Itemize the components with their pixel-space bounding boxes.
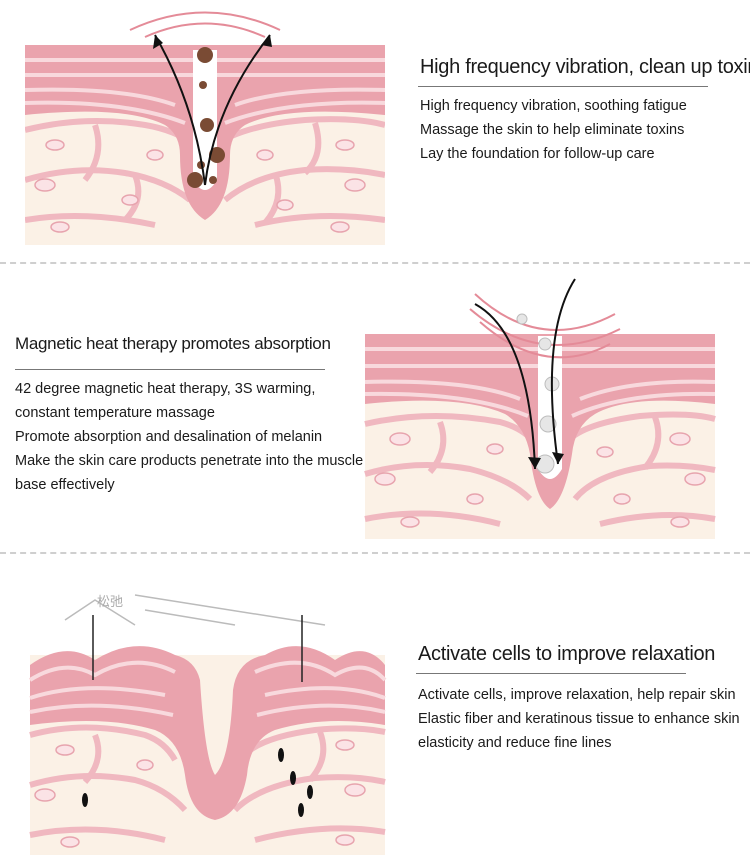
- section-magnetic-heat: Magnetic heat therapy promotes absorptio…: [0, 264, 750, 549]
- section-divider: [0, 552, 750, 554]
- feature-line: elasticity and reduce fine lines: [418, 735, 612, 751]
- title-underline: [418, 86, 708, 87]
- feature-line: Make the skin care products penetrate in…: [15, 453, 364, 469]
- section-title: High frequency vibration, clean up toxin…: [420, 56, 750, 78]
- feature-line: Activate cells, improve relaxation, help…: [418, 687, 736, 703]
- feature-line: Massage the skin to help eliminate toxin…: [420, 122, 685, 138]
- section-title: Magnetic heat therapy promotes absorptio…: [15, 334, 331, 353]
- feature-line: Promote absorption and desalination of m…: [15, 429, 323, 445]
- feature-list: High frequency vibration, soothing fatig…: [420, 94, 687, 166]
- feature-line: High frequency vibration, soothing fatig…: [420, 98, 687, 114]
- title-underline: [15, 369, 325, 370]
- section-vibration: High frequency vibration, clean up toxin…: [0, 0, 750, 260]
- feature-line: base effectively: [15, 477, 115, 493]
- feature-line: Elastic fiber and keratinous tissue to e…: [418, 711, 740, 727]
- section-title: Activate cells to improve relaxation: [418, 643, 716, 665]
- title-underline: [416, 673, 686, 674]
- feature-line: constant temperature massage: [15, 405, 215, 421]
- section-relaxation: 松弛 Activate cells to improve relaxation …: [0, 555, 750, 866]
- skin-diagram-magnetic: [364, 278, 716, 539]
- diagram-label: 松弛: [97, 594, 124, 609]
- skin-diagram-relaxation: [28, 594, 387, 855]
- skin-diagram-vibration: [25, 11, 385, 245]
- section-divider: [0, 262, 750, 264]
- feature-line: Lay the foundation for follow-up care: [420, 146, 655, 162]
- feature-list: Activate cells, improve relaxation, help…: [418, 683, 740, 755]
- feature-line: 42 degree magnetic heat therapy, 3S warm…: [15, 381, 316, 397]
- feature-list: 42 degree magnetic heat therapy, 3S warm…: [15, 377, 363, 497]
